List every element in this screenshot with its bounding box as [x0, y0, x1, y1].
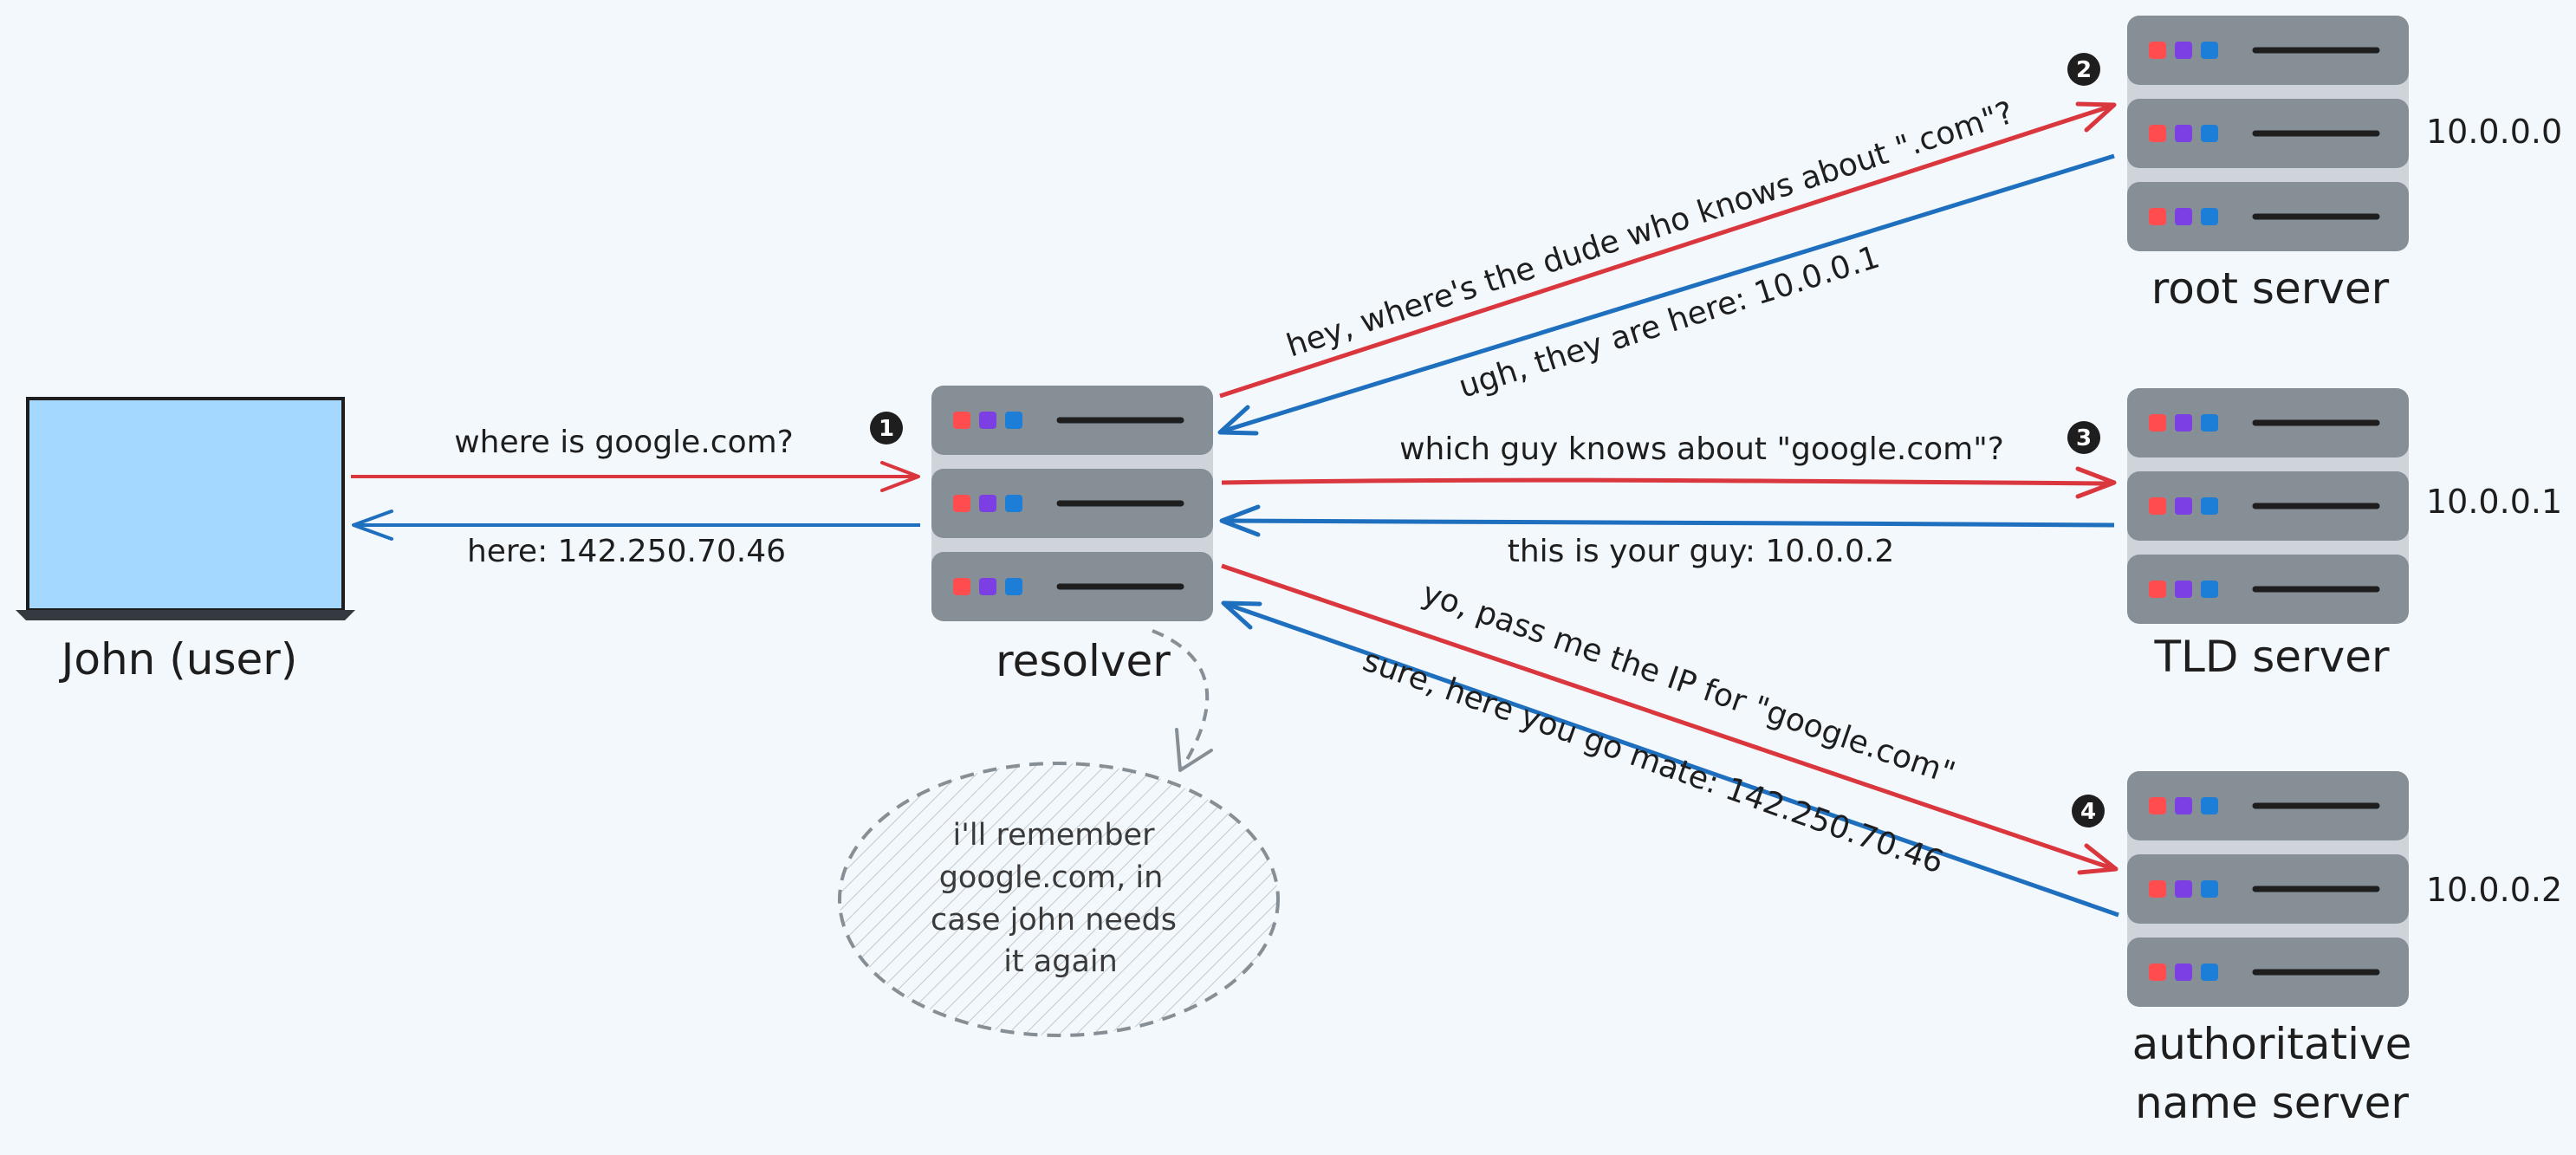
cache-note-line2: google.com, in [939, 860, 1164, 895]
user-label: John (user) [59, 634, 298, 685]
user-answer-text: here: 142.250.70.46 [467, 534, 786, 569]
tld-server-label: TLD server [2153, 632, 2390, 682]
svg-text:2: 2 [2076, 57, 2092, 83]
step-badge-3: 3 [2067, 421, 2100, 454]
cache-note: i'll remember google.com, in case john n… [838, 762, 1280, 1037]
svg-text:3: 3 [2076, 425, 2092, 451]
arrow-root-query [1219, 101, 2117, 399]
tld-server-ip: 10.0.0.1 [2426, 483, 2562, 521]
svg-text:4: 4 [2080, 799, 2096, 825]
arrow-auth-answer [1221, 600, 2119, 918]
arrow-user-answer [352, 509, 920, 541]
root-server-icon [2127, 16, 2409, 251]
arrow-root-answer [1217, 153, 2115, 436]
svg-text:1: 1 [879, 416, 894, 442]
tld-query-text: which guy knows about "google.com"? [1399, 432, 2004, 467]
arrow-tld-answer [1219, 504, 2115, 537]
step-badge-4: 4 [2072, 795, 2105, 827]
auth-server-ip: 10.0.0.2 [2426, 871, 2562, 909]
arrow-user-query [351, 461, 920, 492]
arrow-tld-query [1221, 466, 2117, 499]
step-badge-icon [870, 412, 903, 444]
step-badge-2: 2 [2067, 53, 2100, 86]
resolver-server-icon [931, 386, 1213, 621]
step-badge-icon [2072, 795, 2105, 827]
cache-connector [1152, 629, 1213, 772]
arrow-auth-query [1221, 563, 2119, 875]
step-badge-icon [2067, 53, 2100, 86]
tld-server-icon [2127, 388, 2409, 624]
step-badge-1: 1 [870, 412, 903, 444]
step-badge-icon [2067, 421, 2100, 454]
user-query-text: where is google.com? [454, 425, 794, 460]
cache-note-line1: i'll remember [953, 818, 1156, 853]
resolver-label: resolver [996, 636, 1171, 686]
laptop-icon [16, 397, 355, 620]
root-server-ip: 10.0.0.0 [2426, 113, 2562, 151]
cache-note-line4: it again [1003, 944, 1118, 979]
tld-answer-text: this is your guy: 10.0.0.2 [1508, 534, 1895, 569]
cache-note-line3: case john needs [931, 903, 1177, 938]
root-server-label: root server [2151, 263, 2390, 314]
auth-server-icon [2127, 771, 2409, 1007]
auth-server-label-line1: authoritative [2132, 1019, 2412, 1069]
auth-server-label-line2: name server [2135, 1078, 2409, 1128]
